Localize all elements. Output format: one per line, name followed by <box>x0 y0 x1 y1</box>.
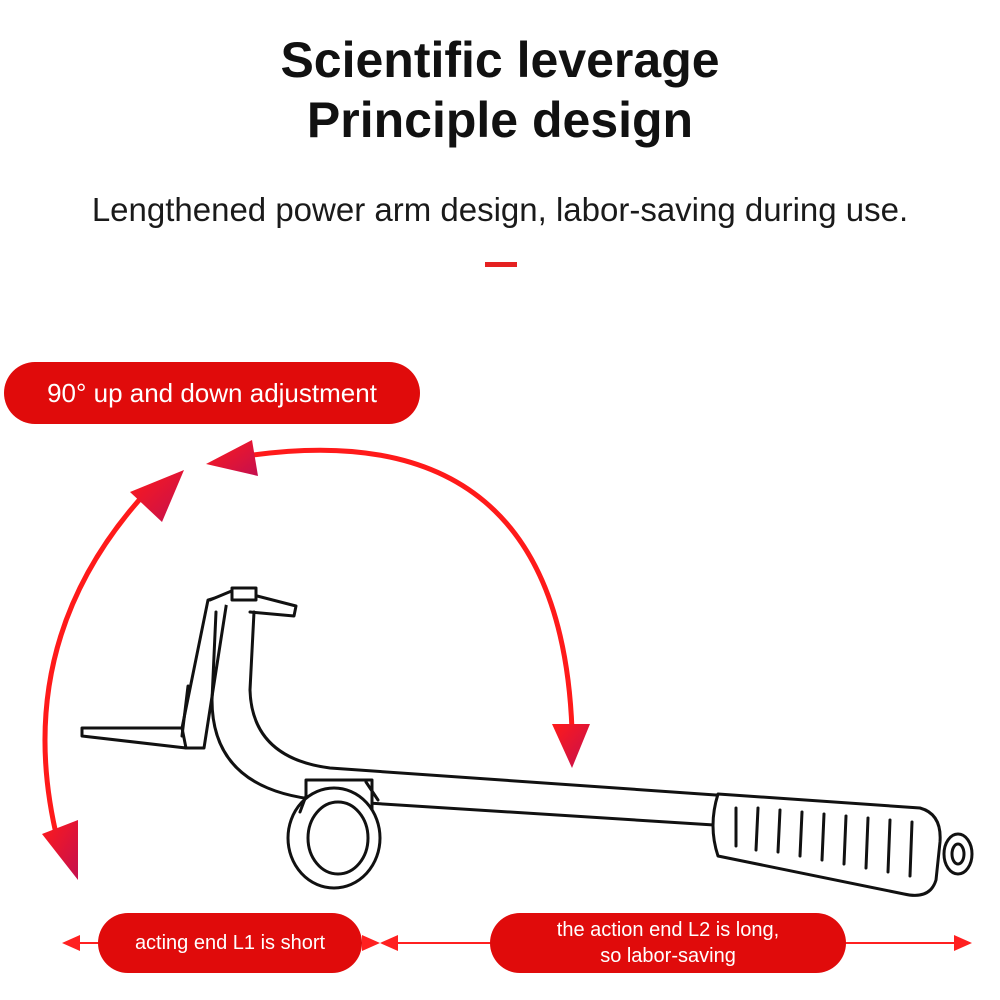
l2-callout: the action end L2 is long, so labor-savi… <box>490 913 846 973</box>
subtitle: Lengthened power arm design, labor-savin… <box>91 191 909 228</box>
accent-divider <box>485 262 517 267</box>
title-line-2: Principle design <box>306 92 694 148</box>
left-rotation-arrow-icon <box>42 470 184 880</box>
page-title: Scientific leverage Principle design <box>0 30 1000 150</box>
l2-dimension-arrow-icon <box>380 935 972 951</box>
l2-callout-line-2: so labor-saving <box>600 945 736 967</box>
l1-callout: acting end L1 is short <box>98 913 362 973</box>
l2-callout-line-1: the action end L2 is long, <box>556 919 780 941</box>
title-line-1: Scientific leverage <box>280 32 720 88</box>
adjustment-callout: 90° up and down adjustment <box>4 362 420 424</box>
right-rotation-arrow-icon <box>206 440 590 768</box>
lever-tool-icon <box>80 586 974 897</box>
l1-dimension-arrow-icon <box>62 935 380 951</box>
